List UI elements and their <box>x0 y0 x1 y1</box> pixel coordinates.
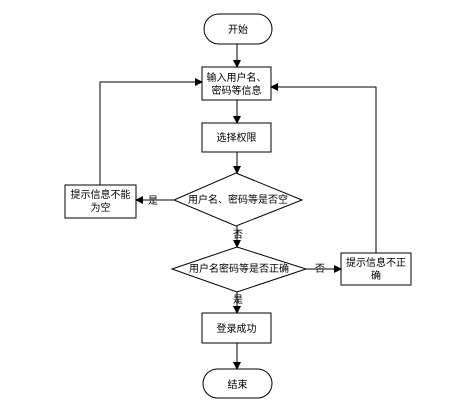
end-label: 结束 <box>228 378 248 391</box>
edge-label-empty-yes: 是 <box>148 195 158 207</box>
empty-warning-node: 提示信息不能 为空 <box>64 184 137 219</box>
select-permission-node: 选择权限 <box>201 122 272 153</box>
check-empty-decision: 用户名、密码等是否空 <box>172 172 304 227</box>
check-empty-label: 用户名、密码等是否空 <box>188 193 288 206</box>
start-node: 开始 <box>203 13 273 45</box>
edge-incorrect-warning-loop <box>270 83 377 253</box>
edge-label-empty-no: 否 <box>233 229 243 241</box>
check-correct-decision: 用户名密码等是否正确 <box>170 246 308 293</box>
login-success-node: 登录成功 <box>201 312 272 344</box>
input-credentials-node: 输入用户名、 密码等信息 <box>201 66 272 101</box>
empty-warning-line1: 提示信息不能 <box>71 188 131 201</box>
incorrect-warning-node: 提示信息不正 确 <box>340 252 412 286</box>
login-success-label: 登录成功 <box>217 322 257 335</box>
select-permission-label: 选择权限 <box>217 131 257 144</box>
input-label-line1: 输入用户名、 <box>207 71 267 84</box>
incorrect-warning-line1: 提示信息不正 <box>346 256 406 269</box>
edge-empty-warning-loop <box>99 78 203 185</box>
input-label-line2: 密码等信息 <box>212 84 262 97</box>
start-label: 开始 <box>228 23 248 36</box>
end-node: 结束 <box>202 368 273 399</box>
edge-label-correct-no: 否 <box>315 263 325 275</box>
empty-warning-line2: 为空 <box>91 201 111 214</box>
incorrect-warning-line2: 确 <box>371 269 381 282</box>
check-correct-label: 用户名密码等是否正确 <box>189 262 289 275</box>
edge-label-correct-yes: 是 <box>233 294 243 306</box>
